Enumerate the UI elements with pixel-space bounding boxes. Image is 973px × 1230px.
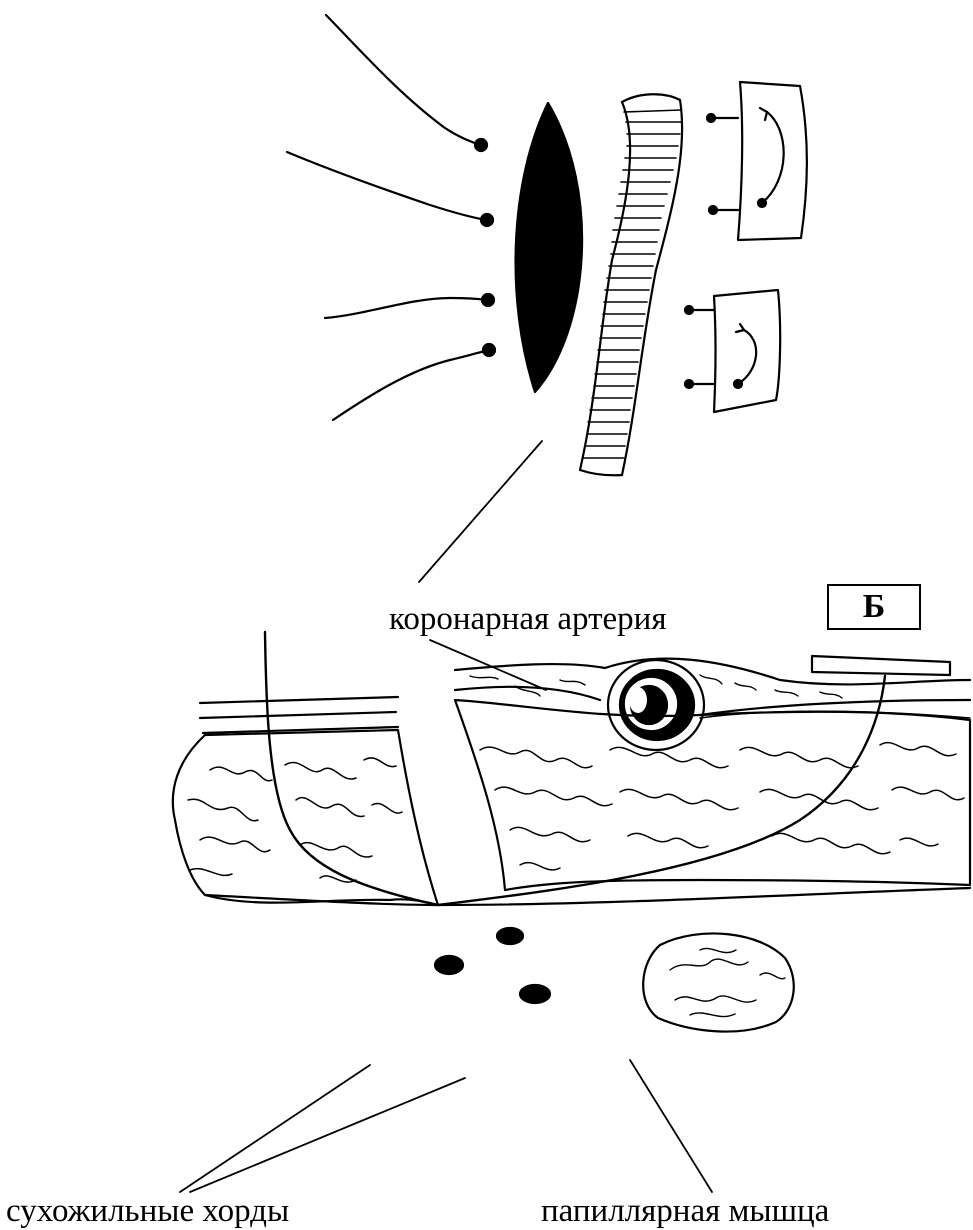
papillary-leader	[630, 1060, 712, 1192]
epicardial-layer	[200, 659, 970, 733]
suture-knot-3	[482, 294, 494, 306]
suture-thread-3	[325, 298, 488, 318]
coronary-artery-vessel	[580, 94, 682, 475]
suture-thread-2	[287, 152, 486, 220]
suture-knot-1	[475, 139, 487, 151]
pledget-lower	[685, 290, 780, 412]
myocardium-left	[173, 730, 438, 905]
panel-b-label: Б	[827, 584, 921, 630]
suture-through-tissue	[265, 632, 885, 905]
bottom-panel	[173, 632, 970, 1192]
papillary-muscle-label: папиллярная мышца	[541, 1195, 829, 1228]
pledget-surface	[812, 656, 950, 675]
suture-knot-2	[481, 214, 493, 226]
myocardium-right	[455, 700, 970, 890]
chorda-dot-3	[520, 985, 550, 1003]
pledget-upper	[707, 82, 807, 240]
incision-lens	[516, 103, 583, 392]
suture-knot-4	[483, 344, 495, 356]
chordae-cross-sections	[435, 928, 550, 1003]
chorda-dot-1	[435, 956, 463, 974]
suture-threads	[287, 15, 495, 420]
papillary-muscle-cross-section	[643, 933, 794, 1031]
suture-thread-4	[333, 350, 489, 420]
chordae-tendineae-label: сухожильные хорды	[6, 1195, 289, 1228]
coronary-artery-label: коронарная артерия	[389, 603, 667, 636]
chorda-dot-2	[497, 928, 523, 944]
suture-thread-1	[326, 15, 480, 145]
top-panel	[287, 15, 807, 582]
chordae-leader-2	[190, 1078, 465, 1192]
coronary-artery-leader-top	[419, 441, 542, 582]
coronary-artery-cross-section	[608, 660, 704, 750]
